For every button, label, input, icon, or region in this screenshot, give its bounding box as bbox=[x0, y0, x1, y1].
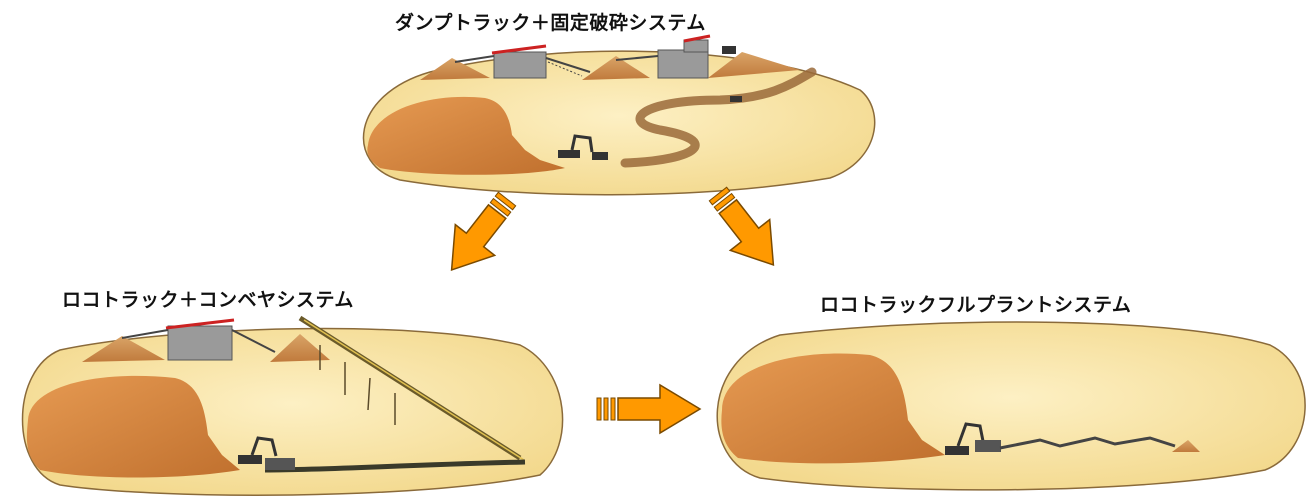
top-dump-truck-1 bbox=[592, 152, 608, 160]
right-mobile-crusher bbox=[975, 440, 1001, 452]
left-mobile-crusher bbox=[265, 458, 295, 470]
top-plant-building-1 bbox=[494, 52, 546, 78]
right-scene bbox=[717, 322, 1305, 490]
top-dump-truck-2 bbox=[730, 96, 742, 102]
top-dump-truck-3 bbox=[722, 46, 736, 54]
left-plant-building bbox=[168, 326, 232, 360]
arrow-right bbox=[597, 385, 700, 433]
arrow-down-left bbox=[432, 184, 527, 286]
arrow-down-right bbox=[698, 179, 793, 281]
top-scene bbox=[364, 36, 875, 195]
left-scene bbox=[23, 318, 563, 495]
top-plant-building-2 bbox=[658, 50, 708, 78]
